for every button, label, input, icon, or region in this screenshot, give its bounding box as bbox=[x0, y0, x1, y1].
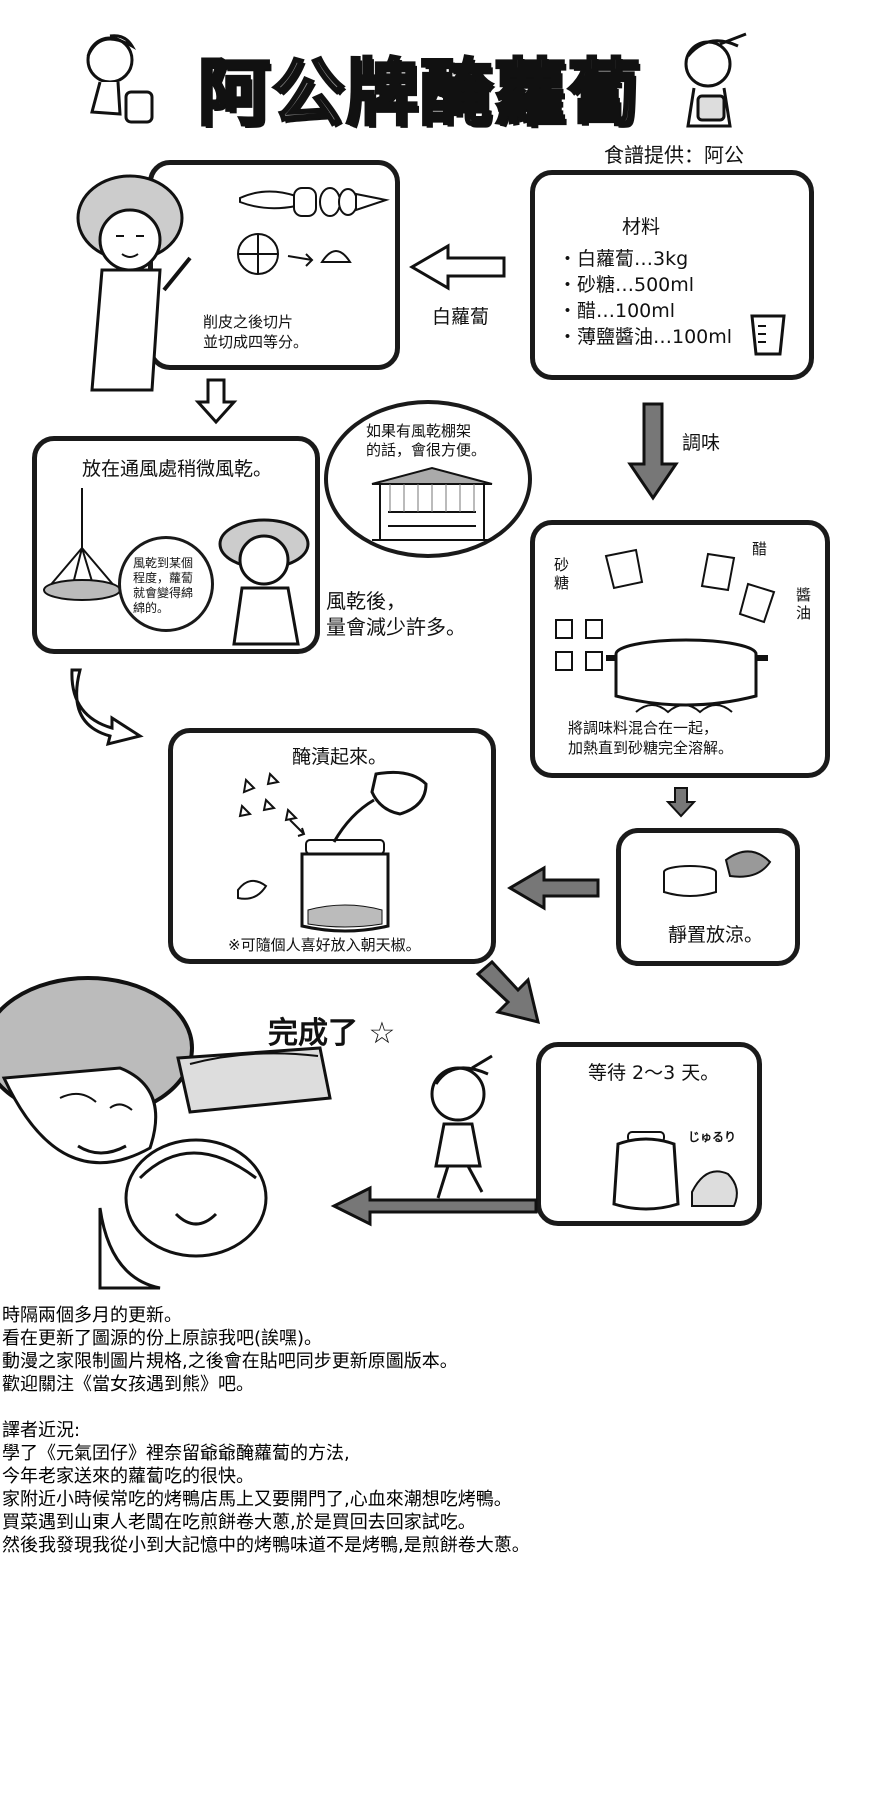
dry-instruction: 放在通風處稍微風乾。 bbox=[82, 458, 273, 480]
cool-instruction: 靜置放涼。 bbox=[668, 924, 764, 946]
note-line: 學了《元氣囝仔》裡奈留爺爺醃蘿蔔的方法, bbox=[2, 1443, 350, 1464]
arrow-label-radish: 白蘿蔔 bbox=[432, 306, 490, 328]
note-line: 看在更新了圖源的份上原諒我吧(誒嘿)。 bbox=[2, 1328, 323, 1349]
cooling-pot-illustration bbox=[663, 850, 772, 897]
ingredients-heading: 材料 bbox=[622, 216, 661, 238]
ingredient-soy: ・薄鹽醬油…100ml bbox=[558, 326, 733, 348]
sugar-label: 砂 糖 bbox=[554, 556, 570, 592]
pickle-title: 醃漬起來。 bbox=[292, 746, 388, 768]
arrow-down-right-icon bbox=[475, 959, 541, 1025]
note-line: 時隔兩個多月的更新。 bbox=[2, 1305, 182, 1326]
dry-bubble-text: 風乾到某個 程度，蘿蔔 就會變得綿 綿的。 bbox=[133, 556, 194, 615]
done-text: 完成了 ☆ bbox=[268, 1016, 396, 1051]
ingredient-sugar: ・砂糖…500ml bbox=[558, 274, 695, 296]
arrow-left-icon bbox=[409, 243, 506, 291]
grandpa-final-illustration bbox=[0, 976, 332, 1290]
grandpa-knife-illustration bbox=[76, 174, 192, 392]
long-arrow-left-icon bbox=[330, 1185, 538, 1227]
arrow-down-icon bbox=[627, 402, 679, 501]
rack-bubble-text: 如果有風乾棚架 的話，會很方便。 bbox=[366, 422, 487, 459]
season-label: 調味 bbox=[682, 432, 721, 454]
note-line: 家附近小時候常吃的烤鴨店馬上又要開門了,心血來潮想吃烤鴨。 bbox=[2, 1489, 512, 1510]
jar-illustration bbox=[237, 770, 428, 933]
drying-rack-illustration bbox=[371, 466, 493, 541]
note-line: 然後我發現我從小到大記憶中的烤鴨味道不是烤鴨,是煎餅卷大蔥。 bbox=[2, 1535, 530, 1556]
note-line bbox=[2, 1396, 882, 1419]
cut-instruction: 削皮之後切片 並切成四等分。 bbox=[203, 313, 309, 351]
translator-notes: 時隔兩個多月的更新。 看在更新了圖源的份上原諒我吧(誒嘿)。 動漫之家限制圖片規… bbox=[2, 1304, 882, 1557]
note-line: 買菜遇到山東人老闆在吃煎餅卷大蔥,於是買回去回家試吃。 bbox=[2, 1512, 476, 1533]
measuring-cup-icon bbox=[750, 314, 786, 356]
ingredient-radish: ・白蘿蔔…3kg bbox=[558, 248, 689, 270]
soy-label: 醬 油 bbox=[796, 586, 812, 622]
kid-left-illustration bbox=[86, 34, 154, 124]
ingredient-vinegar: ・醋…100ml bbox=[558, 300, 676, 322]
pot-illustration bbox=[555, 548, 776, 714]
sfx-jururi: じゅるり bbox=[688, 1130, 737, 1144]
hanging-basket-illustration bbox=[43, 488, 121, 601]
cool-panel bbox=[616, 828, 800, 966]
kid-right-illustration bbox=[684, 32, 747, 128]
dry-speech-bubble bbox=[118, 536, 214, 632]
pickle-note: ※可隨個人喜好放入朝天椒。 bbox=[228, 936, 421, 954]
running-kid-illustration bbox=[430, 1054, 493, 1199]
curved-arrow-icon bbox=[70, 668, 144, 747]
arrow-left-icon bbox=[507, 865, 600, 911]
note-line: 譯者近況: bbox=[2, 1420, 81, 1441]
note-line: 動漫之家限制圖片規格,之後會在貼吧同步更新原圖版本。 bbox=[2, 1351, 458, 1372]
note-line: 歡迎關注《當女孩遇到熊》吧。 bbox=[2, 1374, 254, 1395]
crock-illustration bbox=[612, 1131, 738, 1211]
dry-note: 風乾後， 量會減少許多。 bbox=[326, 589, 466, 639]
arrow-down-icon bbox=[194, 378, 238, 425]
mix-instruction: 將調味料混合在一起， 加熱直到砂糖完全溶解。 bbox=[568, 719, 734, 757]
arrow-down-icon bbox=[665, 787, 697, 818]
page-title: 阿公牌醃蘿蔔 bbox=[196, 50, 642, 137]
radish-illustration bbox=[237, 187, 390, 275]
note-line: 今年老家送來的蘿蔔吃的很快。 bbox=[2, 1466, 254, 1487]
recipe-credit: 食譜提供：阿公 bbox=[604, 143, 744, 167]
grandpa-drying-illustration bbox=[218, 518, 310, 646]
wait-instruction: 等待 2～3 天。 bbox=[588, 1062, 720, 1084]
vinegar-label: 醋 bbox=[752, 540, 768, 558]
